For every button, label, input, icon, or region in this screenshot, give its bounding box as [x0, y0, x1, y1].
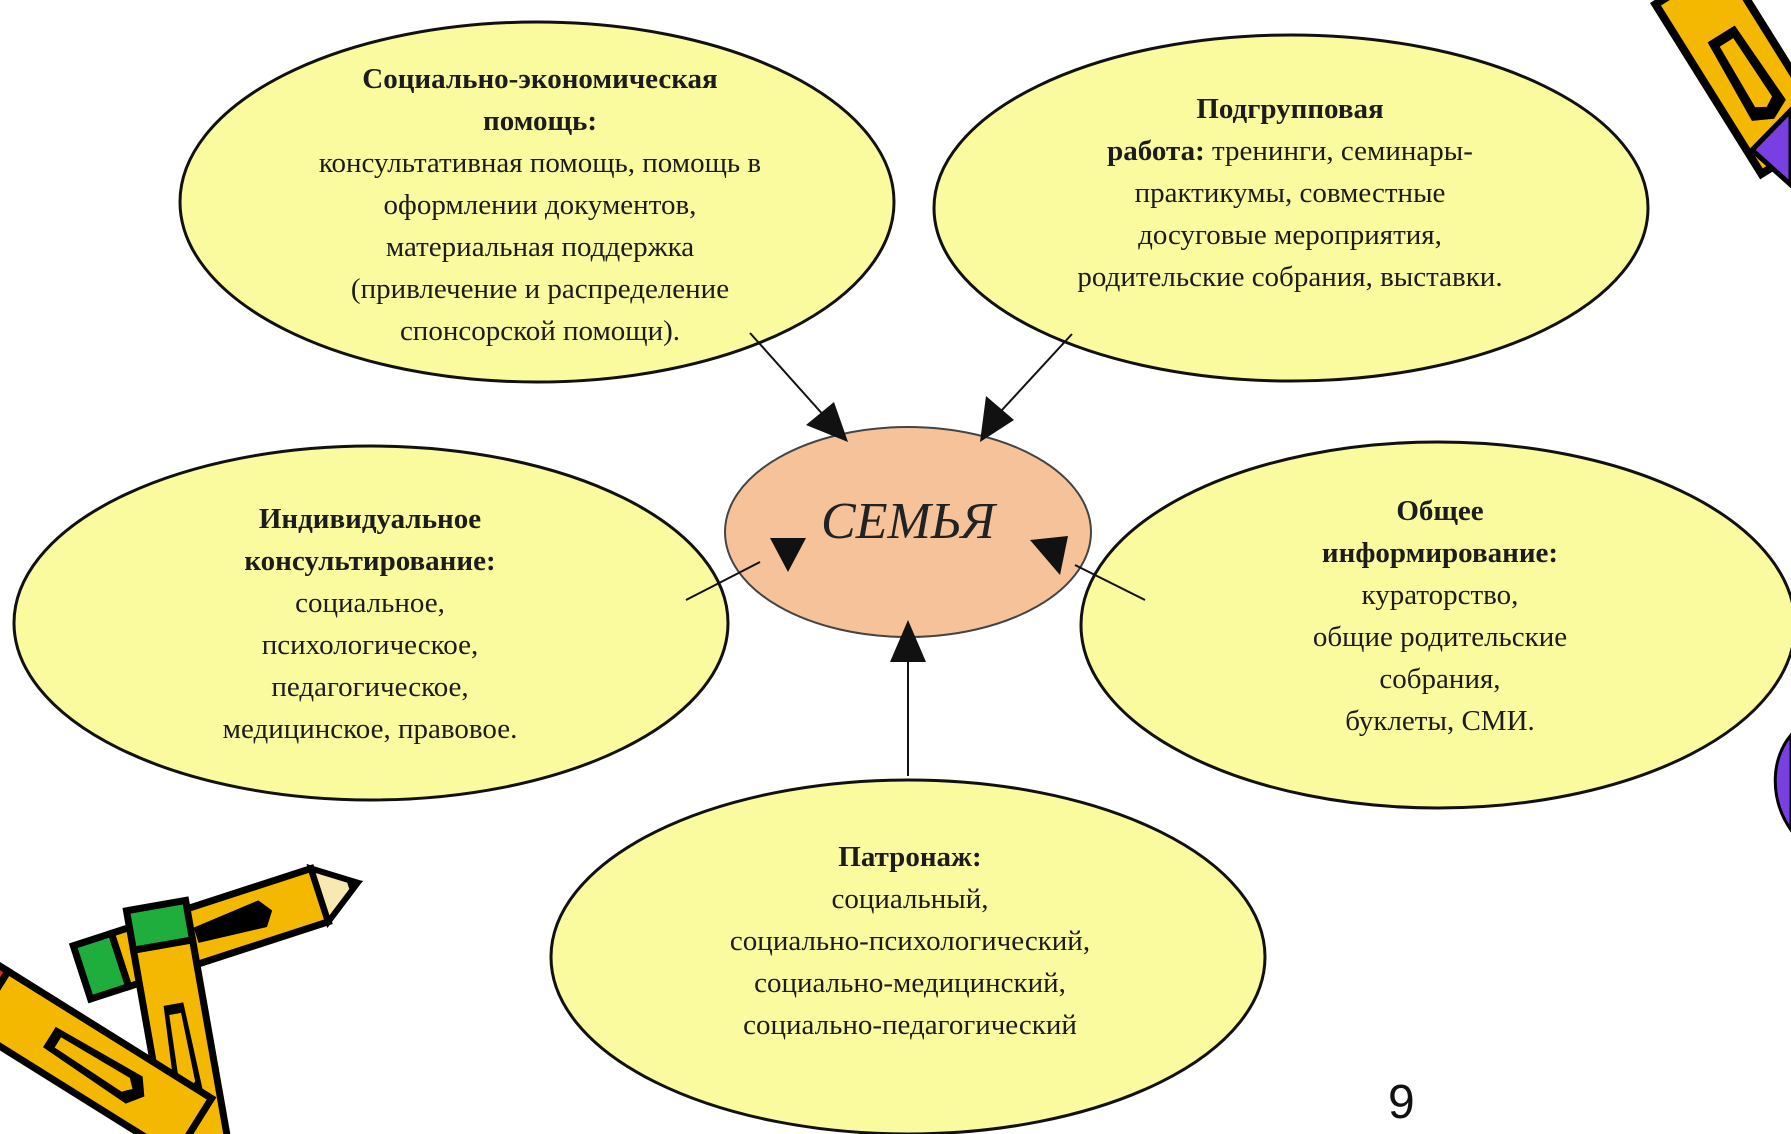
node-socioeconomic: Социально-экономическая помощь: консульт…: [260, 58, 820, 352]
node-patronage: Патронаж: социальный, социально-психолог…: [690, 836, 1130, 1046]
node-title-line: Индивидуальное: [258, 503, 482, 535]
node-body-line: оформлении документов,: [383, 189, 697, 222]
node-body-line: социальное,: [295, 587, 445, 620]
arrow-general: [1030, 536, 1146, 601]
node-body-line: спонсорской помощи).: [399, 315, 681, 348]
node-title-line: помощь:: [482, 105, 597, 138]
node-title-line: Общее: [1396, 495, 1484, 527]
node-body-line: социальный,: [831, 883, 989, 916]
node-general: Общее информирование: кураторство, общие…: [1250, 490, 1630, 742]
node-body-line: социально-медицинский,: [754, 967, 1066, 1000]
node-general-ellipse: [1079, 440, 1791, 810]
arrow-subgroup: [980, 333, 1073, 442]
arrow-socioeconomic: [749, 332, 848, 442]
node-subgroup-ellipse: [932, 33, 1650, 383]
node-body-line: практикумы, совместные: [1134, 177, 1446, 210]
node-title-inline: работа:: [1107, 135, 1205, 168]
node-title-line: информирование:: [1321, 537, 1559, 570]
node-body-line: психологическое,: [261, 629, 479, 662]
node-subgroup: Подгрупповая работа: тренинги, семинары-…: [1020, 88, 1560, 298]
node-body-line: социально-психологический,: [729, 925, 1091, 958]
node-body-line: консультативная помощь, помощь в: [318, 147, 762, 180]
node-body-inline: тренинги, семинары-: [1204, 135, 1473, 168]
page-number: 9: [1388, 1076, 1415, 1129]
node-individual-ellipse: [12, 444, 730, 802]
center-label: СЕМЬЯ: [821, 493, 995, 550]
node-title-line: консультирование:: [244, 545, 496, 578]
node-title-line: Подгрупповая: [1196, 93, 1384, 125]
node-body-line: медицинское, правовое.: [222, 713, 518, 746]
node-title-line: Социально-экономическая: [362, 63, 718, 95]
pencils-clipart-icon: [0, 863, 364, 1134]
node-patronage-ellipse: [549, 778, 1267, 1134]
node-mixed-line: работа: тренинги, семинары-: [1020, 130, 1560, 172]
node-body-line: педагогическое,: [271, 671, 469, 704]
arrow-individual: [685, 538, 806, 601]
node-body-line: материальная поддержка: [385, 231, 695, 264]
node-body-line: собрания,: [1379, 663, 1501, 696]
node-body-line: социально-педагогический: [743, 1009, 1077, 1042]
pencil-corner-icon: [1649, 0, 1791, 833]
node-individual: Индивидуальное консультирование: социаль…: [160, 498, 580, 750]
node-body-line: общие родительские: [1312, 621, 1568, 654]
arrow-patronage: [890, 620, 926, 776]
node-body-line: родительские собрания, выставки.: [1077, 261, 1503, 294]
node-body-line: (привлечение и распределение: [350, 273, 730, 306]
node-socioeconomic-ellipse: [178, 20, 896, 384]
node-body-line: буклеты, СМИ.: [1345, 705, 1535, 738]
node-body-line: кураторство,: [1361, 579, 1519, 612]
node-body-line: досуговые мероприятия,: [1138, 219, 1442, 252]
node-title-line: Патронаж:: [838, 841, 982, 873]
